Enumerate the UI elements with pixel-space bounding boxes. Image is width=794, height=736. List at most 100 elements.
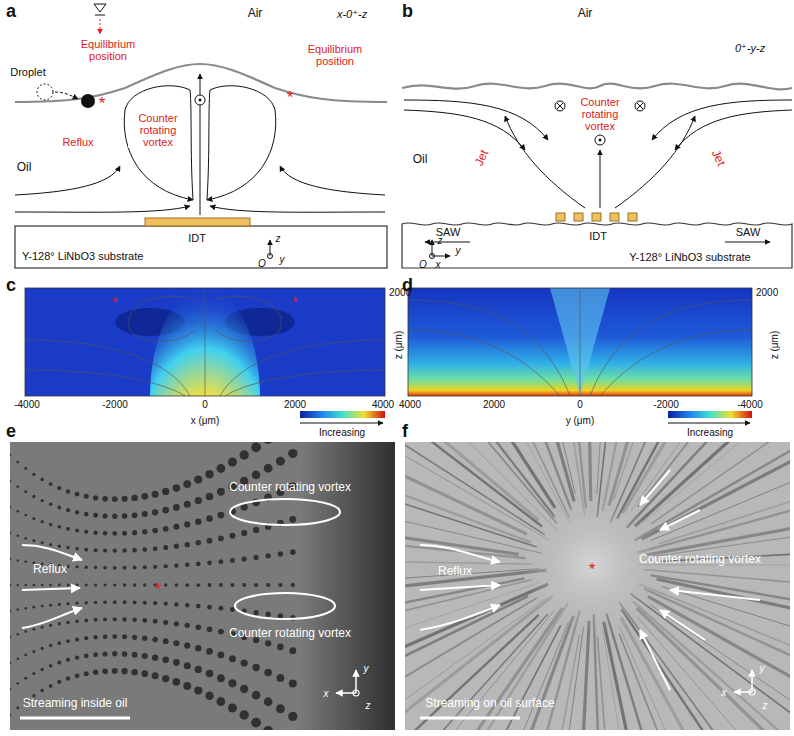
particle-track: [206, 648, 213, 655]
surface-streak: [405, 584, 548, 693]
axis-label: O: [419, 259, 427, 270]
particle-track: [75, 673, 80, 678]
particle-track: [10, 688, 11, 690]
particle-track: [276, 704, 285, 713]
particle-track: [142, 511, 148, 517]
particle-track: [174, 544, 179, 549]
streamlines: [15, 74, 385, 215]
particle-track: [123, 583, 126, 586]
particle-track: [196, 583, 200, 587]
particle-track: [195, 518, 201, 524]
particle-track: [163, 620, 168, 625]
particle-track: [16, 707, 19, 710]
particle-track: [16, 682, 19, 685]
particle-track: [102, 496, 108, 502]
particle-track: [123, 600, 127, 604]
particle-track: [49, 523, 52, 526]
particle-track: [290, 549, 296, 555]
surface-streak: [405, 583, 540, 668]
particle-track: [122, 513, 128, 519]
particle-track: [66, 489, 70, 493]
particle-track: [93, 513, 98, 518]
particle-track: [75, 529, 79, 533]
particle-track: [94, 601, 98, 605]
particle-track: [132, 512, 138, 518]
particle-track: [16, 657, 19, 660]
particle-track: [174, 602, 178, 606]
marker-star: *: [99, 95, 106, 114]
annotation: Reflux: [61, 136, 94, 148]
particle-track: [184, 521, 190, 527]
annotation: Counter rotating vortex: [570, 96, 630, 132]
particle-track: [10, 506, 11, 508]
tick-label: -4000: [737, 399, 763, 410]
annotation: Reflux: [33, 563, 67, 576]
particle-track: [251, 718, 261, 728]
level-arrow: [100, 19, 101, 34]
particle-track: [152, 654, 158, 660]
particle-track: [122, 651, 128, 657]
particle-track: [206, 670, 214, 678]
particle-track: [208, 583, 212, 587]
axis-label: z: [276, 233, 281, 244]
particle-track: [185, 623, 190, 628]
particle-track: [24, 490, 27, 493]
particle-track: [16, 510, 19, 513]
particle-track: [84, 671, 89, 676]
particle-track: [153, 619, 158, 624]
particle-track: [132, 652, 138, 658]
surface-streak: [621, 609, 769, 730]
particle-track: [75, 547, 79, 551]
particle-track: [207, 560, 212, 565]
particle-track: [132, 635, 137, 640]
panel-letter: f: [402, 422, 408, 442]
scale-label: Streaming on oil surface: [425, 697, 554, 710]
surface-streak: [410, 608, 563, 730]
particle-track: [112, 651, 117, 656]
annotation: Jet: [473, 148, 492, 168]
particle-track: [143, 565, 147, 569]
particle-track: [253, 527, 259, 533]
particle-track: [278, 583, 282, 587]
annotation: Reflux: [438, 565, 472, 578]
medium-label: Oil: [413, 153, 428, 166]
particle-track: [58, 545, 61, 548]
surface-streak: [405, 615, 539, 730]
particle-track: [41, 605, 44, 608]
particle-track: [183, 480, 191, 488]
particle-track: [58, 584, 61, 587]
plane-label: 0⁺-y-z: [735, 42, 765, 54]
particle-track: [291, 583, 295, 587]
particle-track: [113, 600, 117, 604]
surface-streak: [630, 594, 790, 730]
axis-label: x: [436, 259, 441, 270]
surface-streak: [621, 618, 746, 730]
particle-track: [162, 675, 169, 682]
particle-track: [66, 546, 69, 549]
particle-track: [103, 600, 107, 604]
particle-track: [58, 603, 61, 606]
medium-label: Air: [578, 7, 593, 20]
particle-track: [266, 583, 270, 587]
marker-star: *: [287, 89, 294, 108]
part-label: IDT: [188, 232, 206, 244]
particle-track: [49, 502, 53, 506]
particle-track: [67, 602, 70, 605]
particle-track: [93, 635, 97, 639]
particle-track: [32, 628, 35, 631]
axis-title: x (μm): [191, 415, 220, 426]
particle-track: [94, 566, 98, 570]
particle-track: [218, 559, 223, 564]
particle-track: [162, 488, 169, 495]
particle-track: [104, 583, 107, 586]
particle-track: [41, 520, 44, 523]
particle-track: [57, 680, 61, 684]
particle-track: [131, 669, 137, 675]
annotation: SAW: [736, 226, 761, 238]
particle-track: [112, 668, 118, 674]
colorbar: [668, 411, 752, 418]
particle-track: [85, 566, 88, 569]
particle-track: [112, 514, 117, 519]
